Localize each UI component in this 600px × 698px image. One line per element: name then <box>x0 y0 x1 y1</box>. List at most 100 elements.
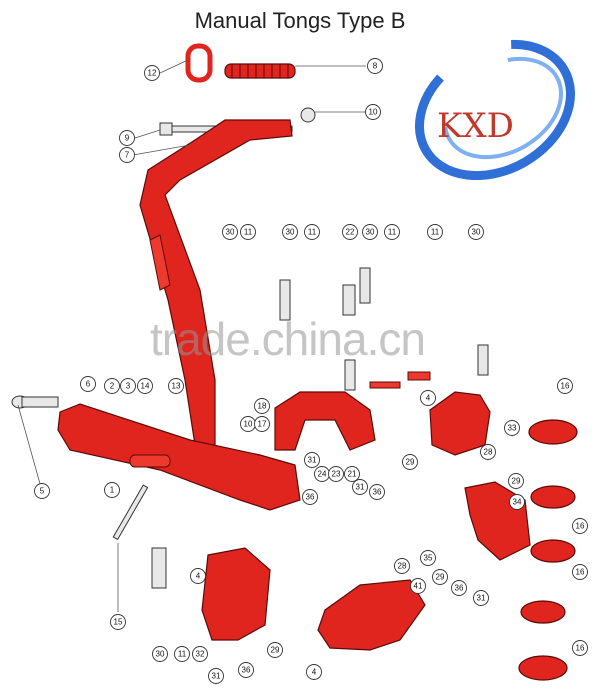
callout-label: 16 <box>576 568 585 577</box>
callout-label: 3 <box>126 382 131 391</box>
hinge-jaw-part <box>274 391 376 451</box>
callout-label: 32 <box>196 650 205 659</box>
callout-label: 24 <box>318 470 327 479</box>
callout-label: 7 <box>125 151 130 160</box>
callout-label: 11 <box>244 228 253 237</box>
callout-label: 29 <box>406 458 415 467</box>
callout-2: 2 <box>104 378 120 394</box>
pin-part <box>11 395 59 409</box>
callout-41: 41 <box>410 578 426 594</box>
callout-8: 8 <box>367 58 383 74</box>
callout-label: 6 <box>86 380 91 389</box>
callout-label: 34 <box>513 498 522 507</box>
callout-16: 16 <box>572 640 588 656</box>
callout-label: 23 <box>332 470 341 479</box>
callout-31: 31 <box>208 668 224 684</box>
callout-label: 22 <box>346 228 355 237</box>
callout-28: 28 <box>480 444 496 460</box>
callout-36: 36 <box>238 662 254 678</box>
callout-label: 11 <box>178 650 187 659</box>
callout-30: 30 <box>152 646 168 662</box>
callout-label: 4 <box>426 394 431 403</box>
callout-28: 28 <box>394 558 410 574</box>
link-ring <box>185 43 213 83</box>
callout-label: 30 <box>366 228 375 237</box>
callout-label: 10 <box>244 420 253 429</box>
callout-label: 31 <box>212 672 221 681</box>
callout-29: 29 <box>402 454 418 470</box>
callout-11: 11 <box>240 224 256 240</box>
callout-label: 4 <box>312 668 317 677</box>
callout-label: 29 <box>271 646 280 655</box>
callout-31: 31 <box>352 479 368 495</box>
callout-30: 30 <box>468 224 484 240</box>
callout-14: 14 <box>137 378 153 394</box>
callout-11: 11 <box>384 224 400 240</box>
callout-36: 36 <box>302 489 318 505</box>
callout-30: 30 <box>362 224 378 240</box>
callout-13: 13 <box>168 378 184 394</box>
callout-35: 35 <box>420 550 436 566</box>
kxd-logo <box>415 39 575 180</box>
callout-29: 29 <box>508 473 524 489</box>
disc-parts <box>518 419 578 681</box>
callout-label: 30 <box>286 228 295 237</box>
callout-label: 29 <box>436 573 445 582</box>
callout-label: 31 <box>356 483 365 492</box>
callout-29: 29 <box>432 569 448 585</box>
callout-label: 8 <box>373 62 378 71</box>
callout-label: 36 <box>455 584 464 593</box>
callout-label: 14 <box>141 382 150 391</box>
callout-label: 16 <box>576 644 585 653</box>
callout-3: 3 <box>120 378 136 394</box>
callout-4: 4 <box>420 390 436 406</box>
callout-label: 4 <box>196 572 201 581</box>
callout-label: 11 <box>431 228 440 237</box>
callout-label: 28 <box>484 448 493 457</box>
callout-label: 36 <box>306 493 315 502</box>
callout-5: 5 <box>34 483 50 499</box>
handle-part <box>139 119 293 446</box>
callout-22: 22 <box>342 224 358 240</box>
callout-6: 6 <box>80 376 96 392</box>
callout-12: 12 <box>144 65 160 81</box>
leader-lines <box>17 59 366 612</box>
callout-label: 10 <box>369 108 378 117</box>
callout-label: 15 <box>114 618 123 627</box>
callout-label: 11 <box>308 228 317 237</box>
callout-label: 12 <box>148 69 157 78</box>
callout-label: 29 <box>512 477 521 486</box>
callout-label: 36 <box>242 666 251 675</box>
callout-label: 35 <box>424 554 433 563</box>
callout-label: 16 <box>561 382 570 391</box>
callout-11: 11 <box>304 224 320 240</box>
watermark: trade.china.cn <box>150 313 426 365</box>
callout-4: 4 <box>306 664 322 680</box>
callout-label: 31 <box>308 456 317 465</box>
callout-34: 34 <box>509 494 525 510</box>
callout-label: 30 <box>156 650 165 659</box>
callout-31: 31 <box>304 452 320 468</box>
callout-29: 29 <box>267 642 283 658</box>
callout-label: 2 <box>110 382 115 391</box>
callout-label: 5 <box>40 487 45 496</box>
callout-9: 9 <box>119 130 135 146</box>
callout-16: 16 <box>572 518 588 534</box>
big-jaw-part <box>317 579 426 651</box>
callout-17: 17 <box>254 416 270 432</box>
callout-10: 10 <box>240 416 256 432</box>
callout-10: 10 <box>365 104 381 120</box>
jaw-grip <box>129 454 171 468</box>
callout-label: 9 <box>125 134 130 143</box>
callout-23: 23 <box>328 466 344 482</box>
callout-32: 32 <box>192 646 208 662</box>
callout-11: 11 <box>174 646 190 662</box>
callout-label: 11 <box>388 228 397 237</box>
callout-4: 4 <box>190 568 206 584</box>
callout-label: 36 <box>373 488 382 497</box>
callout-11: 11 <box>427 224 443 240</box>
lower-jaw-part <box>201 547 271 641</box>
callout-36: 36 <box>451 580 467 596</box>
callout-30: 30 <box>282 224 298 240</box>
